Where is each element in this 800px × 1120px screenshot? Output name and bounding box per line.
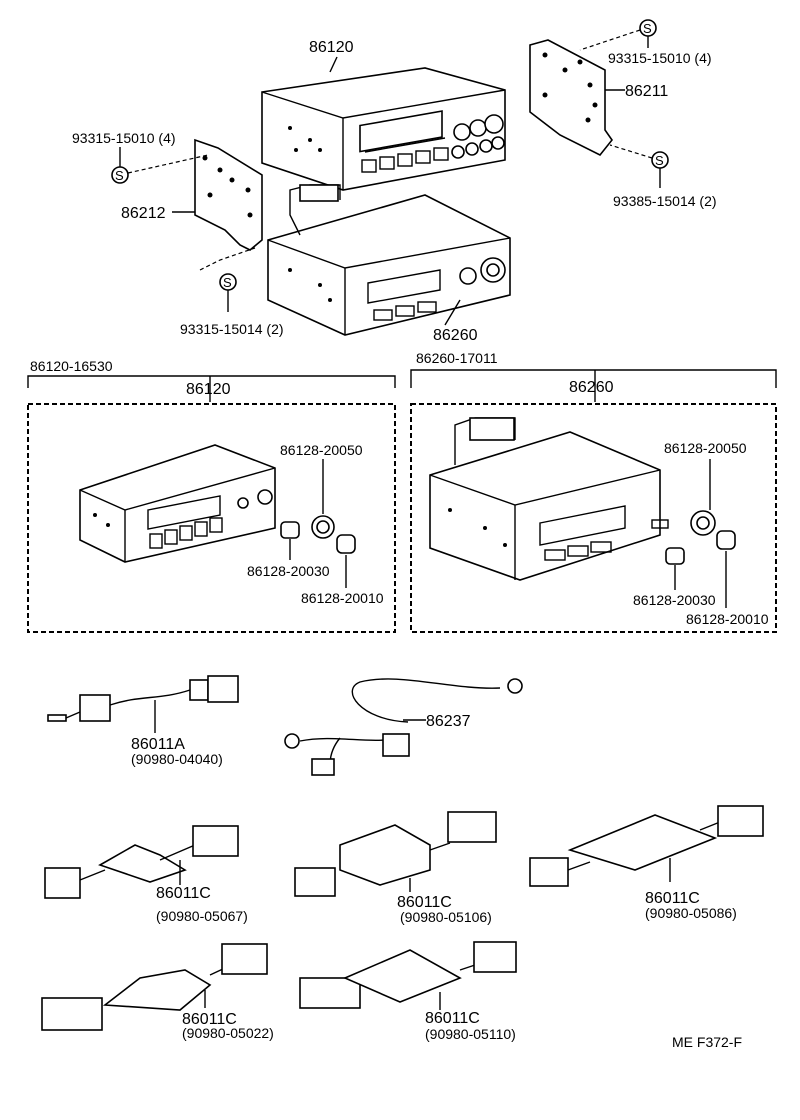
screw-symbol-tl: S <box>115 168 124 183</box>
radio-86260-small-drawing <box>429 417 669 581</box>
wire-05110-code: (90980-05110) <box>425 1026 516 1042</box>
knob-86128-20010 <box>716 530 736 608</box>
wire-86011C-05086 <box>529 805 764 887</box>
knob-86128-20010 <box>336 534 356 588</box>
radio-86120-drawing <box>261 56 506 191</box>
figure-code: ME F372-F <box>672 1034 742 1050</box>
wire-86237-part: 86237 <box>426 713 471 730</box>
wire-05110-part: 86011C <box>425 1010 480 1027</box>
wire-86011A-part: 86011A <box>131 736 185 753</box>
knob-bot-label: 86128-20010 <box>686 611 769 627</box>
top-exploded-view: 86120 86260 <box>72 19 717 344</box>
label-screw-br: 93385-15014 (2) <box>613 193 717 209</box>
assembly-unit: 86260 <box>569 379 614 396</box>
screw-bottom-left: S <box>199 247 256 312</box>
label-screw-tr: 93315-15010 (4) <box>608 50 712 66</box>
assembly-number: 86260-17011 <box>416 350 498 366</box>
screw-top-left: S <box>111 147 209 184</box>
screw-symbol-bl: S <box>223 275 232 290</box>
wire-86011C-05106 <box>294 811 497 897</box>
knob-86128-20030 <box>280 521 300 560</box>
knob-86128-20030 <box>665 547 685 590</box>
wire-05067-code: (90980-05067) <box>156 908 248 924</box>
label-bracket-86211: 86211 <box>625 83 668 100</box>
screw-symbol-br: S <box>655 153 664 168</box>
assembly-unit: 86120 <box>186 381 231 398</box>
wire-05086-code: (90980-05086) <box>645 905 737 921</box>
knob-top-label: 86128-20050 <box>664 440 747 456</box>
wire-86011A-code: (90980-04040) <box>131 751 223 767</box>
wire-86011C-05110 <box>299 941 517 1010</box>
wire-86237 <box>284 678 523 776</box>
wire-05106-code: (90980-05106) <box>400 909 492 925</box>
wire-05067-part: 86011C <box>156 885 211 902</box>
wire-05022-code: (90980-05022) <box>182 1025 274 1041</box>
label-bracket-86212: 86212 <box>121 205 166 222</box>
assembly-86260-17011: 86260-17011 86260 86128-20050 <box>410 350 777 633</box>
screw-symbol-tr: S <box>643 21 652 36</box>
wire-86011C-05067 <box>44 825 239 899</box>
wire-05086-part: 86011C <box>645 890 700 907</box>
wire-05022-part: 86011C <box>182 1011 237 1028</box>
wire-86011C-05022 <box>41 943 268 1031</box>
knob-86128-20050 <box>690 459 716 536</box>
knob-mid-label: 86128-20030 <box>633 592 716 608</box>
label-screw-tl: 93315-15010 (4) <box>72 130 176 146</box>
knob-mid-label: 86128-20030 <box>247 563 330 579</box>
label-screw-bl: 93315-15014 (2) <box>180 321 284 337</box>
wire-05106-part: 86011C <box>397 894 452 911</box>
knob-top-label: 86128-20050 <box>280 442 363 458</box>
radio-86120-small-drawing <box>79 444 276 563</box>
wire-86011A <box>47 675 239 733</box>
label-radio-86120: 86120 <box>309 39 354 56</box>
knob-bot-label: 86128-20010 <box>301 590 384 606</box>
radio-86260-drawing <box>267 184 511 336</box>
screw-top-right: S <box>579 19 657 51</box>
bracket-86212-drawing <box>172 138 263 251</box>
assembly-number: 86120-16530 <box>30 358 113 374</box>
label-radio-86260: 86260 <box>433 327 478 344</box>
bracket-86211-drawing <box>529 39 625 157</box>
screw-bottom-right: S <box>609 144 669 188</box>
assembly-86120-16530: 86120-16530 86120 86128-20050 <box>27 358 396 633</box>
knob-86128-20050 <box>311 459 335 539</box>
